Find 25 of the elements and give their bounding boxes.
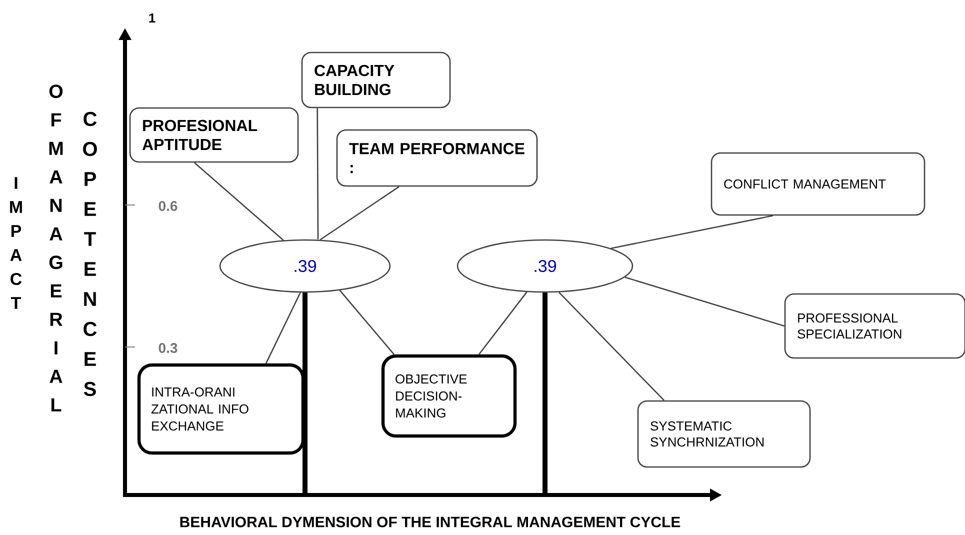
label-box: OBJECTIVE DECISION- MAKING [381,354,517,438]
value-stem [302,292,308,493]
axis-tick-label: 1 [149,14,156,22]
connector-line [320,186,400,240]
label-box: CAPACITY BUILDING [301,52,451,108]
label-box: CONFLICT MANAGEMENT [710,152,926,216]
axis-title: BEHAVIORAL DYMENSION OF THE INTEGRAL MANAGEMENT CYCLE [180,516,680,528]
value-stem [542,292,548,493]
axis-title: IMPACT [10,177,22,309]
axis-tick-label: 0.6 [158,201,178,211]
connector-line [610,215,774,249]
label-box: SYSTEMATIC SYNCHRNIZATION [637,400,811,468]
connector-line [339,290,394,355]
connector-line [316,108,319,240]
axis-title: COPETENCES [83,112,97,396]
label-box: INTRA-ORANI ZATIONAL INFO EXCHANGE [137,363,305,455]
connector-line [478,292,528,355]
connector-line [558,292,664,401]
connector-line [624,276,785,327]
connector-line [265,292,301,364]
axis-title: OF MANAGERIAL [49,84,63,412]
label-box: TEAM PERFORMANCE : [336,129,538,187]
label-box: PROFESSIONAL SPECIALIZATION [784,293,965,359]
connector-line [194,162,284,241]
label-box: PROFESIONAL APTITUDE [129,107,299,163]
